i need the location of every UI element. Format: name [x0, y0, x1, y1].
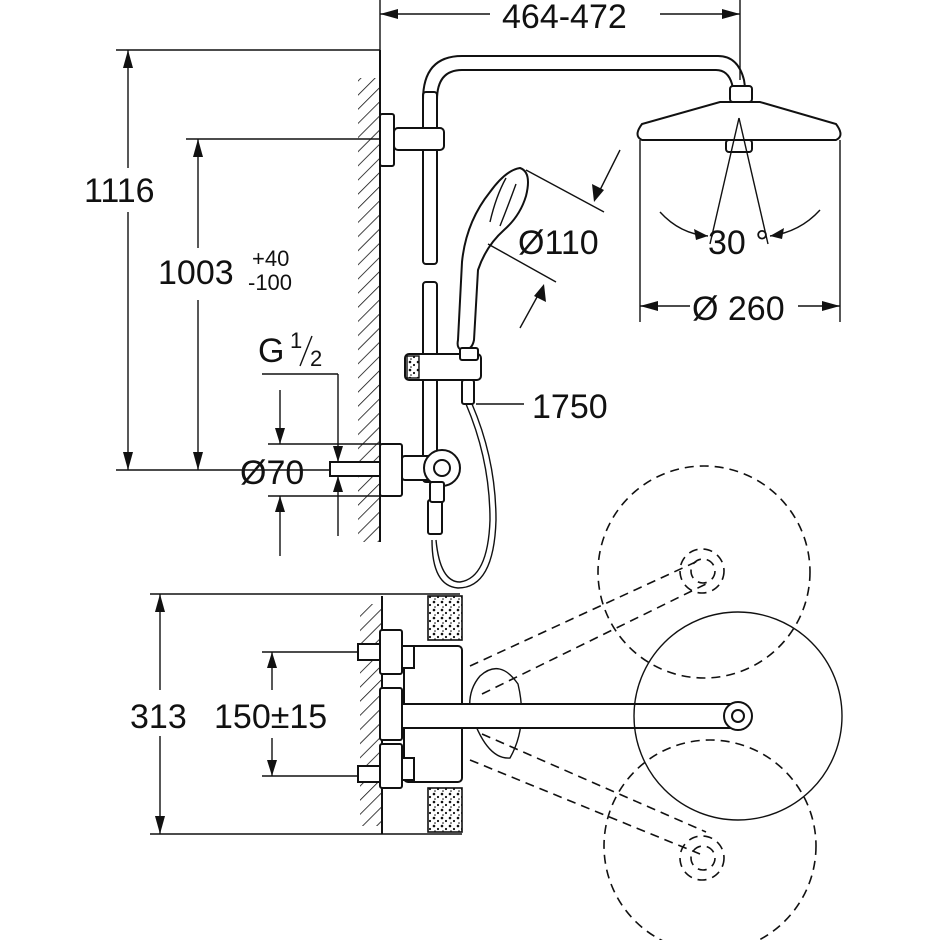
wall-bracket	[379, 113, 445, 167]
flange-diameter-label: Ø70	[240, 454, 304, 492]
spray-angle-label: 30 °	[708, 224, 769, 262]
plan-view	[150, 465, 843, 940]
shower-holder-slider	[404, 347, 482, 381]
top-width-label: 464-472	[502, 0, 627, 36]
head-diameter-dimension	[639, 140, 841, 322]
overhead-arm	[422, 55, 747, 101]
thread-num-label: 1	[290, 328, 302, 353]
thread-g-label: G	[258, 332, 284, 370]
plan-wall-hatch	[360, 604, 382, 826]
head-shower-plan	[633, 611, 843, 821]
bar-height-tol-minus: -100	[248, 270, 292, 295]
bar-height-tol-plus: +40	[252, 246, 289, 271]
spray-angle-indicator	[659, 117, 821, 245]
total-height-dimension	[116, 49, 380, 471]
handshower-diameter-dimension	[487, 149, 621, 329]
mounting-block-top	[427, 595, 463, 641]
elevation-view	[116, 0, 842, 589]
hose-length-label: 1750	[532, 388, 608, 426]
bar-height-dimension	[186, 138, 380, 470]
handshower-diameter-label: Ø110	[518, 224, 599, 262]
mounting-block-bottom	[427, 787, 463, 833]
shower-hose	[427, 379, 497, 589]
spout-cone	[469, 667, 523, 759]
wall-hatch	[358, 78, 380, 542]
wall-outlet-elbow	[329, 443, 461, 503]
total-height-label: 1116	[84, 172, 155, 210]
thread-den-label: 2	[310, 346, 322, 371]
inlet-spacing-label: 150±15	[214, 698, 327, 736]
arm-swing-positions	[469, 465, 817, 940]
depth-dimension	[150, 593, 462, 835]
inlet-spacing-dimension	[262, 651, 358, 777]
main-arm	[401, 611, 843, 821]
depth-label: 313	[130, 698, 187, 736]
head-diameter-label: Ø 260	[692, 290, 785, 328]
bar-height-label: 1003	[158, 254, 234, 292]
top-width-dimension	[379, 0, 741, 80]
thread-fraction-bar	[299, 335, 313, 367]
thread-and-flange-dimension	[262, 373, 380, 556]
